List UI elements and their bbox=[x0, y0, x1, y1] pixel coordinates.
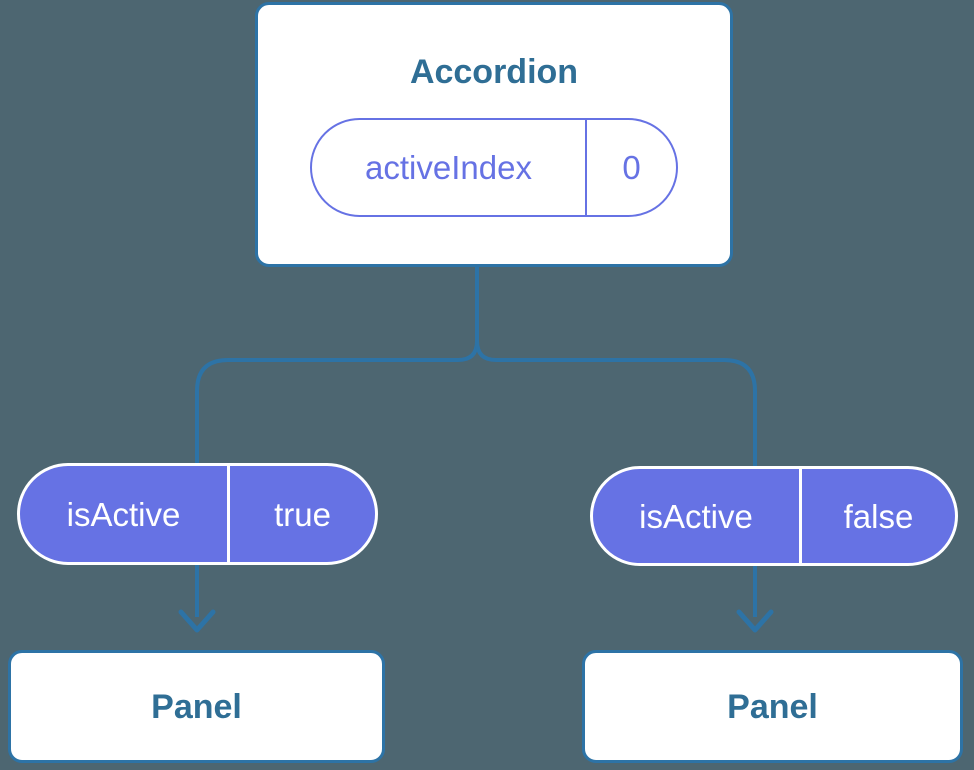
is-active-pill-right-value-segment: false bbox=[802, 469, 955, 563]
state-value-label: 0 bbox=[622, 149, 641, 186]
panel-node-left: Panel bbox=[8, 650, 385, 763]
is-active-pill-left-name-segment: isActive bbox=[20, 466, 230, 562]
prop-value-label: false bbox=[843, 497, 914, 535]
panel-label: Panel bbox=[727, 687, 818, 726]
arrow-down-left-icon bbox=[178, 609, 216, 633]
active-index-pill-name-segment: activeIndex bbox=[312, 120, 587, 215]
is-active-pill-right: isActive false bbox=[590, 466, 958, 566]
is-active-pill-left-value-segment: true bbox=[230, 466, 375, 562]
active-index-pill: activeIndex 0 bbox=[310, 118, 678, 217]
arrow-down-right-icon bbox=[736, 609, 774, 633]
prop-name-label: isActive bbox=[639, 497, 753, 535]
connector-right bbox=[475, 266, 757, 617]
accordion-title: Accordion bbox=[409, 53, 579, 91]
accordion-node: Accordion activeIndex 0 bbox=[255, 2, 733, 267]
active-index-pill-value-segment: 0 bbox=[587, 120, 676, 215]
panel-label: Panel bbox=[151, 687, 242, 726]
prop-value-label: true bbox=[274, 495, 331, 533]
is-active-pill-left: isActive true bbox=[17, 463, 378, 565]
is-active-pill-right-name-segment: isActive bbox=[593, 469, 802, 563]
panel-node-right: Panel bbox=[582, 650, 963, 763]
prop-name-label: isActive bbox=[66, 495, 181, 533]
state-name-label: activeIndex bbox=[365, 149, 532, 186]
